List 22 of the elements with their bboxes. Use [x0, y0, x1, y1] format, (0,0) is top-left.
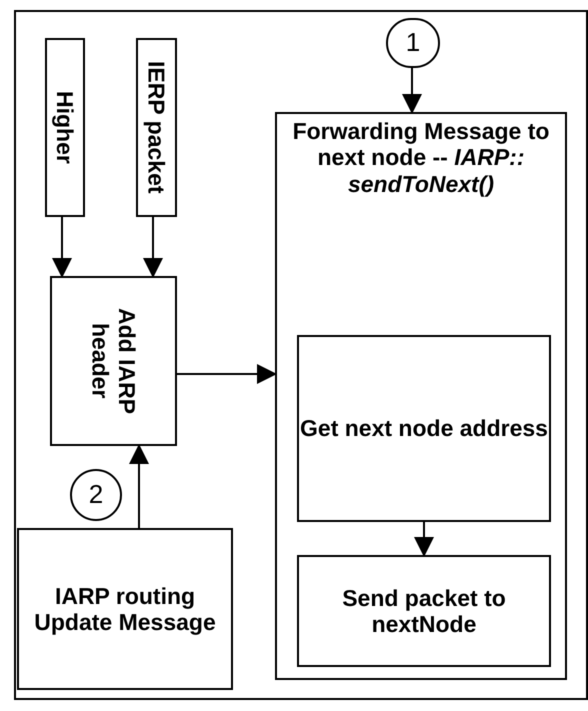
- box-text: Get next node address: [300, 415, 548, 442]
- process-box: [17, 528, 233, 690]
- box-text: IERP packet: [143, 61, 170, 194]
- arrow: [177, 364, 277, 384]
- box-text: Add IARP header: [87, 306, 140, 416]
- process-box: [136, 38, 177, 217]
- step-number: 2: [88, 480, 104, 510]
- box-text: Send packet to nextNode: [341, 584, 507, 638]
- process-box: [275, 112, 567, 680]
- arrow: [143, 217, 163, 278]
- process-box: [45, 38, 85, 217]
- arrow: [402, 68, 422, 114]
- arrow: [414, 522, 434, 557]
- box-text: IARP routing Update Message: [33, 582, 217, 636]
- box-text: Forwarding Message to next node -- IARP:: sendToNext(): [292, 118, 550, 198]
- arrow: [52, 217, 72, 278]
- arrow: [129, 444, 149, 528]
- process-box: [297, 555, 551, 667]
- step-number: 1: [406, 28, 420, 58]
- process-box: [50, 276, 177, 446]
- box-text: Higher: [52, 91, 78, 164]
- process-box: [297, 335, 551, 522]
